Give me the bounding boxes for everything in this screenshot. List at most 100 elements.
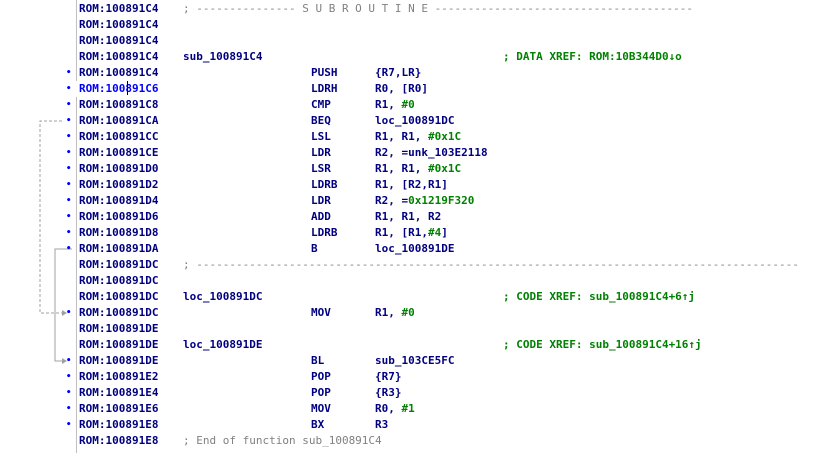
listing-row[interactable]: ROM:100891C4 xyxy=(0,17,822,33)
instruction-mnemonic[interactable]: PUSH xyxy=(311,66,338,79)
instruction-operands[interactable]: R0, [R0] xyxy=(375,81,428,97)
row-address[interactable]: ROM:100891DC xyxy=(79,258,159,271)
instruction-mnemonic[interactable]: ADD xyxy=(311,210,331,223)
instruction-mnemonic[interactable]: LSL xyxy=(311,130,331,143)
instruction-mnemonic[interactable]: LDRB xyxy=(311,226,338,239)
row-address[interactable]: ROM:100891CC xyxy=(79,130,159,143)
instruction-operands[interactable]: R1, #0 xyxy=(375,97,415,113)
listing-row[interactable]: ROM:100891DC; --------------------------… xyxy=(0,257,822,273)
listing-row[interactable]: ROM:100891E8; End of function sub_100891… xyxy=(0,433,822,449)
row-address[interactable]: ROM:100891DE xyxy=(79,338,159,351)
listing-row[interactable]: ROM:100891C4 xyxy=(0,33,822,49)
row-address[interactable]: ROM:100891E4 xyxy=(79,386,159,399)
xref-comment[interactable]: ; DATA XREF: ROM:10B344D0↓o xyxy=(503,50,682,63)
row-address[interactable]: ROM:100891C6 xyxy=(79,82,159,95)
instruction-operands[interactable]: R2, =0x1219F320 xyxy=(375,193,474,209)
row-address[interactable]: ROM:100891C4 xyxy=(79,66,159,79)
row-address[interactable]: ROM:100891D0 xyxy=(79,162,159,175)
row-address[interactable]: ROM:100891C4 xyxy=(79,34,159,47)
row-address[interactable]: ROM:100891C4 xyxy=(79,2,159,15)
row-address[interactable]: ROM:100891C4 xyxy=(79,18,159,31)
instruction-mnemonic[interactable]: CMP xyxy=(311,98,331,111)
instruction-mnemonic[interactable]: LSR xyxy=(311,162,331,175)
row-address[interactable]: ROM:100891D2 xyxy=(79,178,159,191)
instruction-operands[interactable]: R2, =unk_103E2118 xyxy=(375,145,488,161)
instruction-mnemonic[interactable]: BL xyxy=(311,354,325,367)
instruction-operands[interactable]: sub_103CE5FC xyxy=(375,353,454,369)
row-address[interactable]: ROM:100891C8 xyxy=(79,98,159,111)
instruction-operands[interactable]: R3 xyxy=(375,417,388,433)
instruction-operands[interactable]: {R3} xyxy=(375,385,402,401)
row-address[interactable]: ROM:100891D8 xyxy=(79,226,159,239)
code-label[interactable]: loc_100891DE xyxy=(183,338,263,351)
row-address[interactable]: ROM:100891E6 xyxy=(79,402,159,415)
row-address[interactable]: ROM:100891CA xyxy=(79,114,159,127)
row-address[interactable]: ROM:100891C4 xyxy=(79,50,159,63)
instruction-mnemonic[interactable]: LDRH xyxy=(311,82,338,95)
instruction-operands[interactable]: loc_100891DC xyxy=(375,113,454,129)
instruction-operands[interactable]: R1, #0 xyxy=(375,305,415,321)
operand-number: #0 xyxy=(401,98,415,111)
row-address[interactable]: ROM:100891D4 xyxy=(79,194,159,207)
row-address[interactable]: ROM:100891DE xyxy=(79,354,159,367)
instruction-operands[interactable]: R1, [R2,R1] xyxy=(375,177,448,193)
listing-row[interactable]: ROM:100891DC loc_100891DC ; CODE XREF: sub… xyxy=(0,289,822,305)
row-address[interactable]: ROM:100891DE xyxy=(79,322,159,335)
instruction-operands[interactable]: R1, R1, #0x1C xyxy=(375,129,461,145)
listing-row[interactable]: ROM:100891DC xyxy=(0,273,822,289)
code-label[interactable]: loc_100891DC xyxy=(183,290,263,303)
instruction-operands[interactable]: R1, [R1,#4] xyxy=(375,225,448,241)
row-address[interactable]: ROM:100891E8 xyxy=(79,418,159,431)
listing-row[interactable]: ROM:100891C4; --------------- S U B R O … xyxy=(0,1,822,17)
instruction-operands[interactable]: loc_100891DE xyxy=(375,241,454,257)
row-address[interactable]: ROM:100891E2 xyxy=(79,370,159,383)
row-address[interactable]: ROM:100891D6 xyxy=(79,210,159,223)
instruction-operands[interactable]: R0, #1 xyxy=(375,401,415,417)
instruction-mnemonic[interactable]: BX xyxy=(311,418,325,431)
instruction-mnemonic[interactable]: LDR xyxy=(311,194,331,207)
xref-comment[interactable]: ; CODE XREF: sub_100891C4+16↑j xyxy=(503,338,702,351)
instruction-mnemonic[interactable]: MOV xyxy=(311,306,331,319)
row-address[interactable]: ROM:100891DC xyxy=(79,306,159,319)
instruction-mnemonic[interactable]: B xyxy=(311,242,318,255)
instruction-operands[interactable]: {R7,LR} xyxy=(375,65,421,81)
instruction-mnemonic[interactable]: POP xyxy=(311,370,331,383)
xref-comment[interactable]: ; CODE XREF: sub_100891C4+6↑j xyxy=(503,290,696,303)
listing-row[interactable]: ROM:100891DE xyxy=(0,321,822,337)
listing-row[interactable]: ROM:100891DE loc_100891DE ; CODE XREF: sub… xyxy=(0,337,822,353)
instruction-operands[interactable]: {R7} xyxy=(375,369,402,385)
instruction-mnemonic[interactable]: LDRB xyxy=(311,178,338,191)
row-address[interactable]: ROM:100891DA xyxy=(79,242,159,255)
instruction-operands[interactable]: R1, R1, #0x1C xyxy=(375,161,461,177)
row-address[interactable]: ROM:100891DC xyxy=(79,274,159,287)
instruction-mnemonic[interactable]: POP xyxy=(311,386,331,399)
instruction-operands[interactable]: R1, R1, R2 xyxy=(375,209,441,225)
row-address[interactable]: ROM:100891CE xyxy=(79,146,159,159)
instruction-mnemonic[interactable]: LDR xyxy=(311,146,331,159)
instruction-mnemonic[interactable]: BEQ xyxy=(311,114,331,127)
instruction-mnemonic[interactable]: MOV xyxy=(311,402,331,415)
row-address[interactable]: ROM:100891E8 xyxy=(79,434,159,447)
code-label[interactable]: sub_100891C4 xyxy=(183,50,263,63)
listing-row[interactable]: ROM:100891C4 sub_100891C4 ; DATA XREF: ROM… xyxy=(0,49,822,65)
row-address[interactable]: ROM:100891DC xyxy=(79,290,159,303)
